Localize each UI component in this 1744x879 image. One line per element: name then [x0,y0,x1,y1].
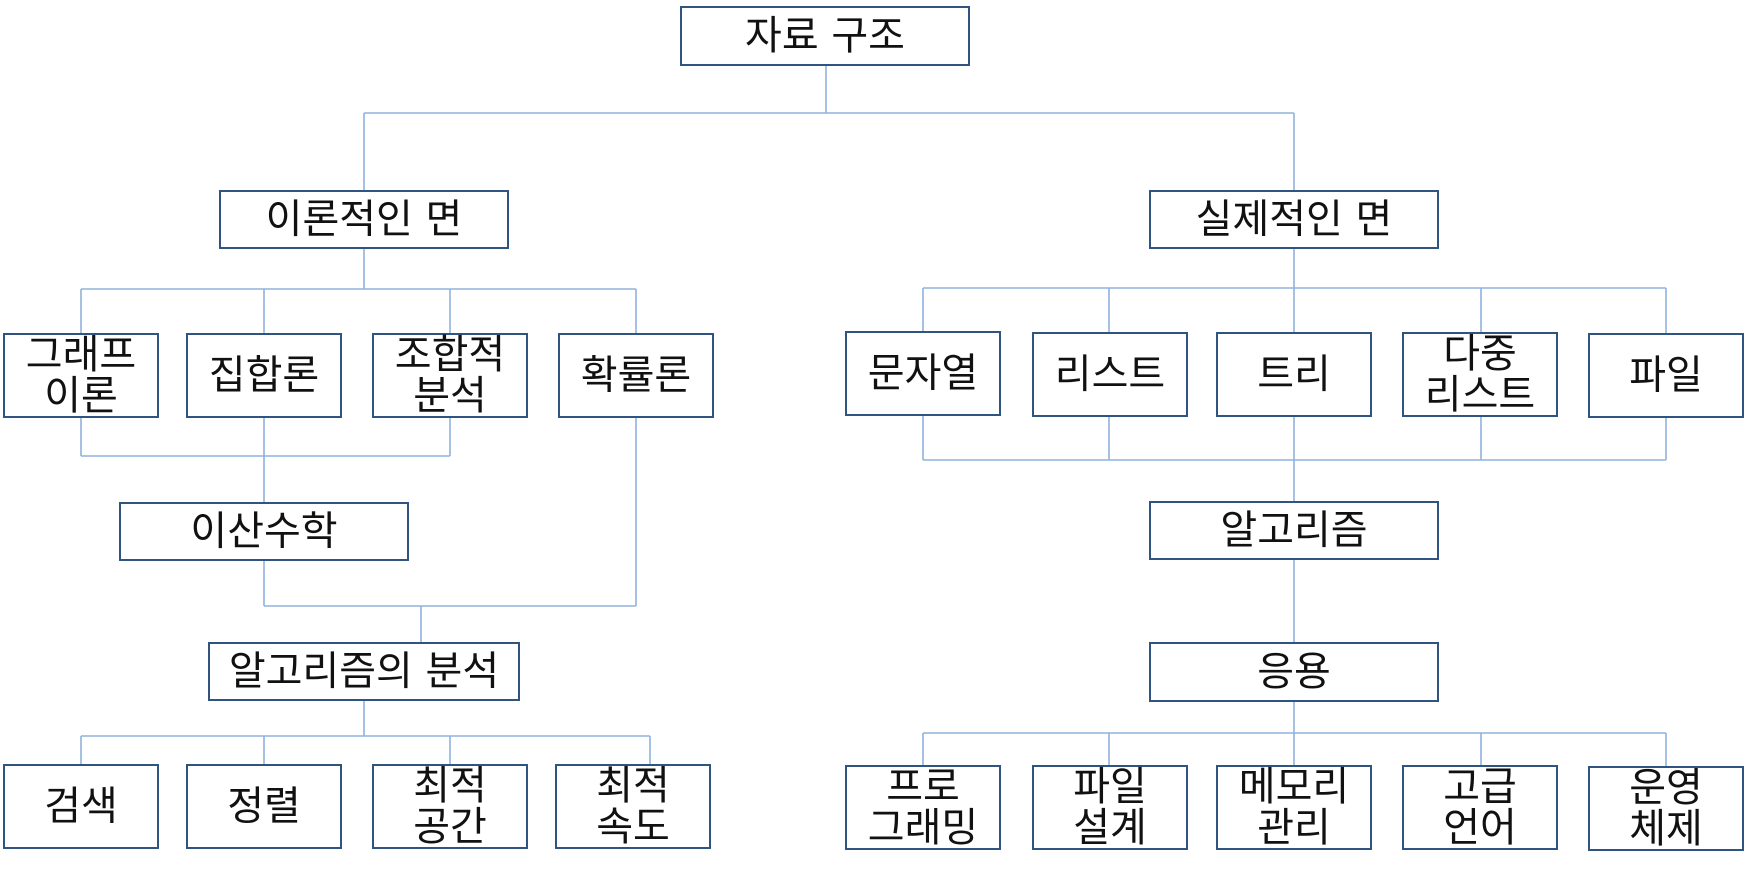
algorithm-node: 알고리즘 [1149,501,1439,560]
search-node-box [3,764,159,849]
algorithm-node-box [1149,501,1439,560]
set-theory-node-box [186,333,342,418]
graph-theory-node-label: 이론 [44,373,118,419]
root-node-box [680,6,970,66]
list-node-box [1032,332,1188,417]
graph-theory-node-box [3,333,159,418]
programming-node-label: 그래밍 [868,805,978,851]
optimal-space-node-box [372,764,528,849]
tree-node-box [1216,332,1372,417]
optimal-space-node-label: 공간 [413,804,487,850]
file-design-node-label: 파일 [1073,764,1147,810]
optimal-space-node-label: 최적 [413,763,487,809]
probability-theory-node-box [558,333,714,418]
operating-system-node-label: 체제 [1629,806,1703,852]
file-node: 파일 [1588,333,1744,418]
probability-theory-node-label: 확률론 [581,353,691,399]
practical-aspect-node: 실제적인 면 [1149,190,1439,249]
sort-node-label: 정렬 [227,784,301,830]
root-node: 자료 구조 [680,6,970,66]
list-node-label: 리스트 [1055,352,1165,398]
theoretical-aspect-node-label: 이론적인 면 [266,197,463,243]
sort-node: 정렬 [186,764,342,849]
sort-node-box [186,764,342,849]
algorithm-analysis-node: 알고리즘의 분석 [208,642,520,701]
string-node: 문자열 [845,331,1001,416]
practical-aspect-node-box [1149,190,1439,249]
optimal-speed-node-box [555,764,711,849]
algorithm-node-label: 알고리즘 [1220,508,1367,554]
string-node-label: 문자열 [868,351,978,397]
file-node-label: 파일 [1629,353,1703,399]
root-node-label: 자료 구조 [745,13,905,59]
string-node-box [845,331,1001,416]
memory-management-node-label: 메모리 [1239,764,1349,810]
multi-list-node-label: 리스트 [1425,372,1535,418]
set-theory-node-label: 집합론 [209,353,319,399]
high-level-language-node-label: 고급 [1443,764,1517,810]
high-level-language-node-box [1402,765,1558,850]
operating-system-node-box [1588,766,1744,851]
search-node: 검색 [3,764,159,849]
discrete-math-node-label: 이산수학 [190,509,337,555]
theoretical-aspect-node-box [219,190,509,249]
application-node: 응용 [1149,642,1439,702]
graph-theory-node-label: 그래프 [26,332,136,378]
application-node-box [1149,642,1439,702]
file-node-box [1588,333,1744,418]
discrete-math-node: 이산수학 [119,502,409,561]
high-level-language-node-label: 언어 [1443,805,1517,851]
set-theory-node: 집합론 [186,333,342,418]
practical-aspect-node-label: 실제적인 면 [1196,197,1393,243]
optimal-speed-node-label: 속도 [596,804,670,850]
search-node-label: 검색 [44,784,118,830]
connector-lines [80,65,1667,767]
memory-management-node-box [1216,765,1372,850]
tree-node-label: 트리 [1257,352,1331,398]
theoretical-aspect-node: 이론적인 면 [219,190,509,249]
list-node: 리스트 [1032,332,1188,417]
combinatorial-analysis-node-box [372,333,528,418]
combinatorial-analysis-node-label: 분석 [413,373,487,419]
multi-list-node-label: 다중 [1443,331,1517,377]
probability-theory-node: 확률론 [558,333,714,418]
programming-node-label: 프로 [886,764,960,810]
discrete-math-node-box [119,502,409,561]
algorithm-analysis-node-label: 알고리즘의 분석 [229,649,499,695]
application-node-label: 응용 [1257,649,1331,695]
combinatorial-analysis-node-label: 조합적 [395,332,505,378]
file-design-node-box [1032,765,1188,850]
operating-system-node-label: 운영 [1629,765,1703,811]
programming-node-box [845,765,1001,850]
algorithm-analysis-node-box [208,642,520,701]
multi-list-node-box [1402,332,1558,417]
tree-node: 트리 [1216,332,1372,417]
file-design-node-label: 설계 [1073,805,1147,851]
optimal-speed-node-label: 최적 [596,763,670,809]
memory-management-node-label: 관리 [1257,805,1331,851]
